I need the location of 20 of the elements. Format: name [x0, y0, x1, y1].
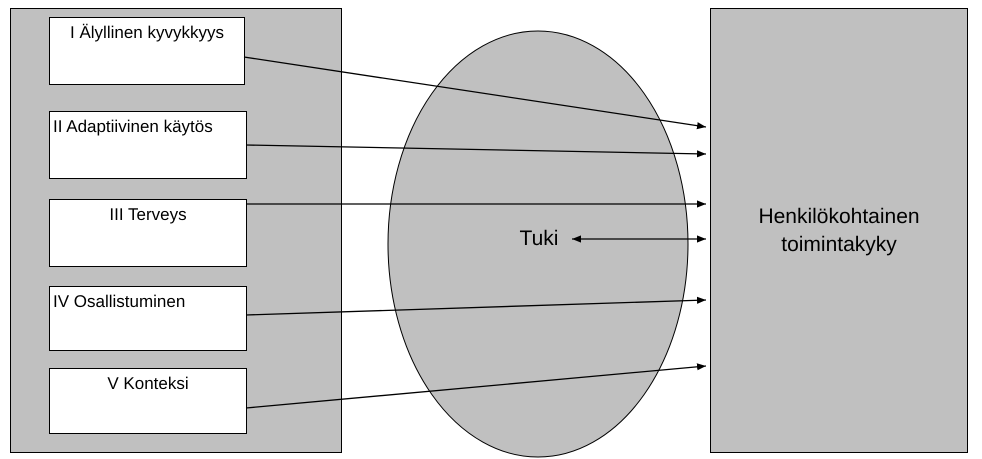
category-label: II Adaptiivinen käytös	[53, 116, 213, 138]
category-box	[49, 17, 245, 85]
arrow	[246, 363, 706, 409]
arrow	[244, 56, 706, 130]
category-box	[49, 286, 247, 351]
category-box	[49, 368, 247, 434]
arrow	[246, 144, 706, 158]
category-label: I Älyllinen kyvykkyys	[70, 22, 224, 44]
category-box	[49, 199, 247, 267]
panel-box	[10, 8, 342, 453]
panel-box	[710, 8, 968, 453]
category-box	[49, 111, 247, 179]
arrow	[246, 296, 706, 316]
panel-title: Henkilökohtainen toimintakyky	[757, 204, 921, 258]
category-label: V Konteksi	[107, 373, 189, 395]
category-label: IV Osallistuminen	[53, 291, 186, 313]
arrow	[572, 235, 706, 243]
category-label: III Terveys	[109, 204, 187, 226]
node-label: Tuki	[520, 226, 558, 252]
arrow	[246, 200, 706, 208]
